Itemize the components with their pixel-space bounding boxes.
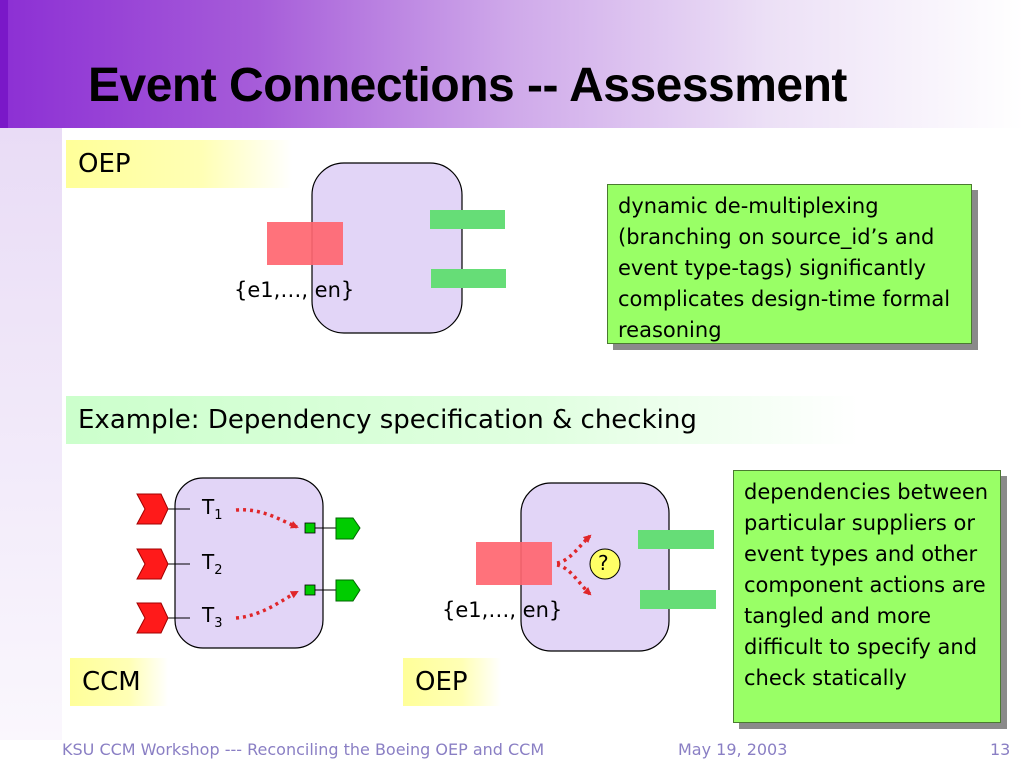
task-label-1: T1 (202, 495, 223, 523)
footer-page-number: 13 (990, 740, 1011, 759)
note-dependencies: dependencies between particular supplier… (733, 470, 1001, 723)
footer-left: KSU CCM Workshop --- Reconciling the Boe… (62, 740, 545, 759)
ccm-event-source-2 (335, 579, 361, 602)
event-sink-port-top-1 (430, 210, 505, 229)
task-label-3: T3 (202, 603, 223, 631)
example-header: Example: Dependency specification & chec… (66, 396, 858, 444)
question-circle (589, 548, 621, 580)
event-sink-port-bottom-2 (640, 590, 716, 609)
event-source-port-bottom (476, 542, 552, 585)
ccm-event-source-1 (335, 517, 361, 540)
question-mark: ? (598, 551, 609, 575)
event-set-top: {e1,…, en} (234, 278, 355, 302)
label-oep-top: OEP (66, 140, 292, 188)
event-source-port-top (267, 222, 343, 265)
ccm-facet-1 (304, 522, 316, 534)
event-sink-port-top-2 (431, 269, 506, 288)
ccm-dependency-arrow-1 (235, 508, 299, 529)
slide-title: Event Connections -- Assessment (88, 59, 847, 112)
left-decor-strip (0, 128, 62, 740)
note-demultiplexing: dynamic de-multiplexing (branching on so… (607, 184, 972, 344)
title-accent-bar (0, 0, 8, 128)
oep-branch-arrow-1 (556, 534, 592, 565)
ccm-dependency-arrow-2 (235, 590, 299, 620)
ccm-event-sink-3 (136, 602, 169, 634)
ccm-event-sink-1 (136, 493, 169, 525)
ccm-event-sink-2 (136, 548, 169, 580)
ccm-facet-2 (304, 584, 316, 596)
label-ccm: CCM (70, 658, 168, 706)
label-oep-bottom: OEP (403, 658, 501, 706)
task-label-2: T2 (202, 550, 223, 578)
title-bar (0, 0, 1024, 128)
oep-branch-arrow-2 (556, 563, 592, 596)
event-set-bottom: {e1,…, en} (442, 598, 563, 622)
ccm-component (174, 477, 324, 649)
footer-date: May 19, 2003 (678, 740, 788, 759)
event-sink-port-bottom-1 (638, 530, 714, 549)
